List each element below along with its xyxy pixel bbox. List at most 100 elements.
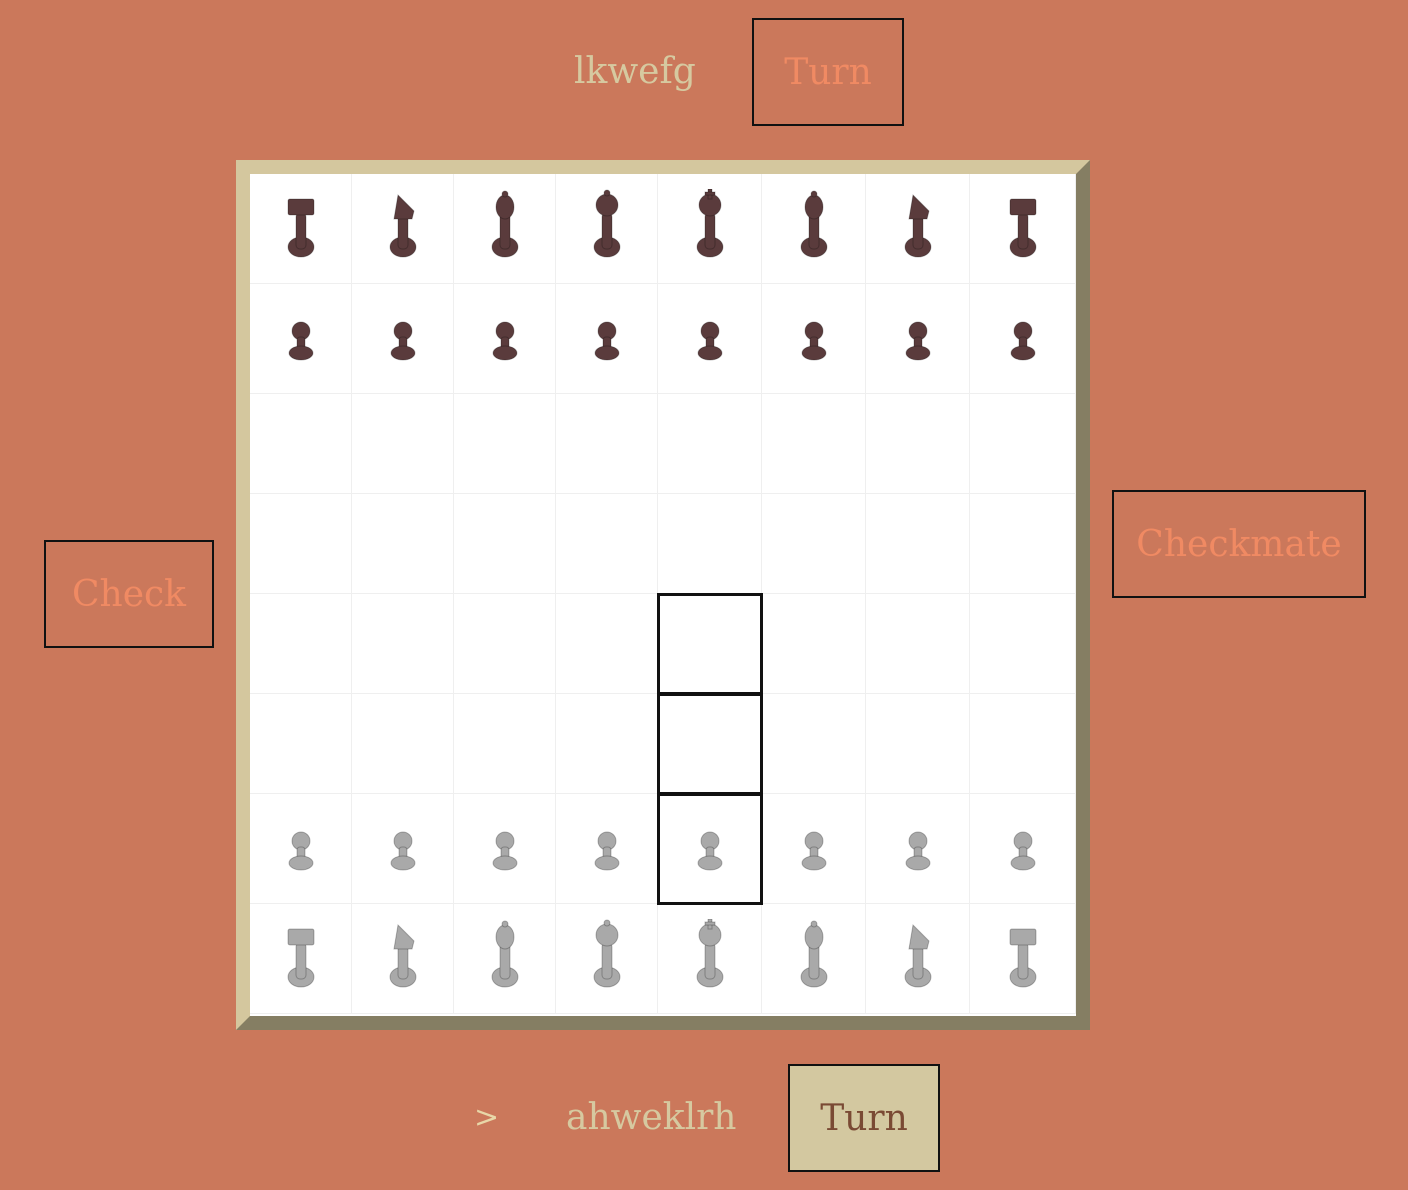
square-b7[interactable] <box>352 284 454 394</box>
white-king-icon[interactable] <box>675 918 745 999</box>
square-d8[interactable] <box>556 174 658 284</box>
square-h8[interactable] <box>970 174 1076 284</box>
square-d2[interactable] <box>556 794 658 904</box>
square-g5[interactable] <box>866 494 970 594</box>
checkmate-button[interactable]: Checkmate <box>1112 490 1366 598</box>
white-pawn-icon[interactable] <box>368 809 438 889</box>
black-pawn-icon[interactable] <box>988 299 1058 379</box>
black-rook-icon[interactable] <box>266 189 336 269</box>
square-b4[interactable] <box>352 594 454 694</box>
square-h4[interactable] <box>970 594 1076 694</box>
square-e6[interactable] <box>658 394 762 494</box>
black-king-icon[interactable] <box>675 188 745 269</box>
square-e7[interactable] <box>658 284 762 394</box>
white-rook-icon[interactable] <box>988 919 1058 999</box>
white-pawn-icon[interactable] <box>266 809 336 889</box>
square-c1[interactable] <box>454 904 556 1014</box>
square-c3[interactable] <box>454 694 556 794</box>
square-c6[interactable] <box>454 394 556 494</box>
square-b2[interactable] <box>352 794 454 904</box>
black-knight-icon[interactable] <box>883 189 953 269</box>
square-c4[interactable] <box>454 594 556 694</box>
square-e3[interactable] <box>657 693 763 795</box>
square-a8[interactable] <box>250 174 352 284</box>
white-queen-icon[interactable] <box>572 919 642 999</box>
square-d7[interactable] <box>556 284 658 394</box>
square-g6[interactable] <box>866 394 970 494</box>
square-d3[interactable] <box>556 694 658 794</box>
square-h6[interactable] <box>970 394 1076 494</box>
square-c5[interactable] <box>454 494 556 594</box>
black-pawn-icon[interactable] <box>470 299 540 379</box>
square-d6[interactable] <box>556 394 658 494</box>
white-knight-icon[interactable] <box>368 919 438 999</box>
black-bishop-icon[interactable] <box>779 189 849 269</box>
square-f6[interactable] <box>762 394 866 494</box>
square-g8[interactable] <box>866 174 970 284</box>
square-h2[interactable] <box>970 794 1076 904</box>
black-pawn-icon[interactable] <box>675 299 745 379</box>
square-b5[interactable] <box>352 494 454 594</box>
black-rook-icon[interactable] <box>988 189 1058 269</box>
white-pawn-icon[interactable] <box>675 809 745 889</box>
square-g1[interactable] <box>866 904 970 1014</box>
square-c7[interactable] <box>454 284 556 394</box>
white-bishop-icon[interactable] <box>779 919 849 999</box>
square-f8[interactable] <box>762 174 866 284</box>
square-a4[interactable] <box>250 594 352 694</box>
square-a7[interactable] <box>250 284 352 394</box>
black-pawn-icon[interactable] <box>779 299 849 379</box>
top-turn-indicator: Turn <box>752 18 904 126</box>
square-h5[interactable] <box>970 494 1076 594</box>
square-f5[interactable] <box>762 494 866 594</box>
square-a5[interactable] <box>250 494 352 594</box>
black-pawn-icon[interactable] <box>368 299 438 379</box>
square-b3[interactable] <box>352 694 454 794</box>
square-h1[interactable] <box>970 904 1076 1014</box>
square-e2[interactable] <box>657 793 763 905</box>
white-bishop-icon[interactable] <box>470 919 540 999</box>
square-c8[interactable] <box>454 174 556 284</box>
white-pawn-icon[interactable] <box>779 809 849 889</box>
black-knight-icon[interactable] <box>368 189 438 269</box>
white-pawn-icon[interactable] <box>883 809 953 889</box>
square-e4[interactable] <box>657 593 763 695</box>
white-pawn-icon[interactable] <box>470 809 540 889</box>
active-player-indicator: > <box>474 1100 500 1135</box>
square-f7[interactable] <box>762 284 866 394</box>
square-h3[interactable] <box>970 694 1076 794</box>
black-queen-icon[interactable] <box>572 189 642 269</box>
square-g3[interactable] <box>866 694 970 794</box>
square-f2[interactable] <box>762 794 866 904</box>
square-d5[interactable] <box>556 494 658 594</box>
white-rook-icon[interactable] <box>266 919 336 999</box>
square-a3[interactable] <box>250 694 352 794</box>
square-g4[interactable] <box>866 594 970 694</box>
square-b6[interactable] <box>352 394 454 494</box>
square-f1[interactable] <box>762 904 866 1014</box>
black-pawn-icon[interactable] <box>883 299 953 379</box>
square-b8[interactable] <box>352 174 454 284</box>
square-d1[interactable] <box>556 904 658 1014</box>
square-a1[interactable] <box>250 904 352 1014</box>
white-knight-icon[interactable] <box>883 919 953 999</box>
square-g7[interactable] <box>866 284 970 394</box>
white-pawn-icon[interactable] <box>988 809 1058 889</box>
check-button[interactable]: Check <box>44 540 214 648</box>
square-f3[interactable] <box>762 694 866 794</box>
white-pawn-icon[interactable] <box>572 809 642 889</box>
black-pawn-icon[interactable] <box>572 299 642 379</box>
square-e5[interactable] <box>658 494 762 594</box>
square-h7[interactable] <box>970 284 1076 394</box>
square-a6[interactable] <box>250 394 352 494</box>
square-d4[interactable] <box>556 594 658 694</box>
square-c2[interactable] <box>454 794 556 904</box>
black-pawn-icon[interactable] <box>266 299 336 379</box>
square-e8[interactable] <box>658 174 762 284</box>
square-g2[interactable] <box>866 794 970 904</box>
square-f4[interactable] <box>762 594 866 694</box>
square-b1[interactable] <box>352 904 454 1014</box>
square-e1[interactable] <box>658 904 762 1014</box>
square-a2[interactable] <box>250 794 352 904</box>
black-bishop-icon[interactable] <box>470 189 540 269</box>
